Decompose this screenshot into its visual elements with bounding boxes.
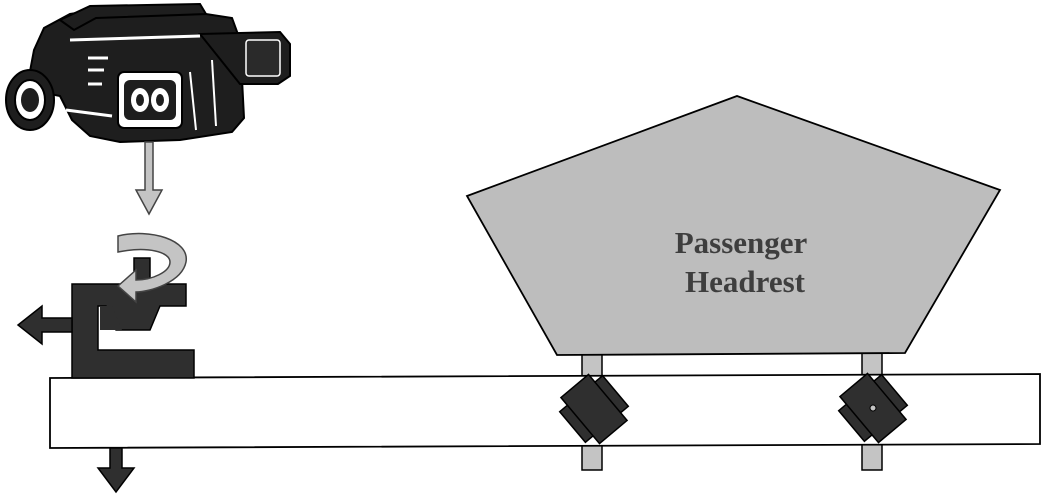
rotate-arrow-icon [116, 232, 187, 304]
headrest-label-line1: Passenger [675, 225, 808, 260]
headrest-posts [581, 344, 883, 471]
down-arrow-icon [134, 141, 164, 216]
passenger-headrest: Passenger Headrest [465, 95, 1002, 356]
video-camera-icon [5, 2, 291, 144]
bar-clamp-right [837, 372, 909, 444]
bottom-down-arrow-icon [96, 447, 136, 494]
mounting-bar [49, 373, 1041, 449]
bar-clamp-left [558, 373, 630, 445]
left-arrow-icon [16, 304, 73, 346]
headrest-label-line2: Headrest [685, 264, 806, 299]
headrest-shape [465, 95, 1002, 356]
camera-clamp-mount [71, 257, 195, 379]
